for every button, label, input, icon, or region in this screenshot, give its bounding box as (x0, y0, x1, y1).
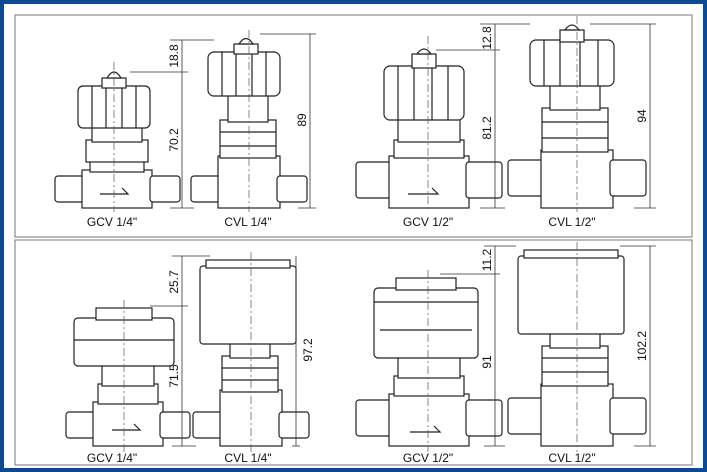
label-bottom-cvl-half: CVL 1/2" (548, 451, 595, 465)
top-gcv-half-valve (355, 48, 503, 209)
dim-top-cvl-half-total: 94 (635, 109, 649, 123)
model-labels: GCV 1/4" CVL 1/4" GCV 1/2" CVL 1/2" GCV … (87, 215, 596, 465)
label-top-cvl-quarter: CVL 1/4" (224, 215, 271, 229)
dim-top-gcv-quarter-top: 18.8 (167, 44, 181, 68)
dim-bottom-cvl-half-total: 102.2 (635, 331, 649, 361)
bottom-cvl-half-valve (507, 249, 647, 447)
label-top-gcv-half: GCV 1/2" (403, 215, 453, 229)
bottom-gcv-quarter-valve (65, 307, 191, 447)
top-cvl-half-valve (507, 24, 647, 209)
dim-top-cvl-quarter-total: 89 (295, 113, 309, 127)
dim-top-gcv-quarter-main: 70.2 (167, 128, 181, 152)
dim-top-gcv-half-main: 81.2 (480, 116, 494, 140)
dim-bottom-gcv-half-main: 91 (480, 355, 494, 369)
label-bottom-cvl-quarter: CVL 1/4" (224, 451, 271, 465)
dimension-values: 18.8 70.2 89 12.8 81.2 94 25.7 71.5 97.2… (167, 26, 649, 388)
label-bottom-gcv-quarter: GCV 1/4" (87, 451, 137, 465)
bottom-cvl-quarter-valve (192, 259, 310, 447)
top-gcv-quarter-valve (54, 71, 181, 209)
dim-bottom-gcv-quarter-main: 71.5 (167, 364, 181, 388)
label-top-gcv-quarter: GCV 1/4" (87, 215, 137, 229)
dim-bottom-gcv-half-top: 11.2 (480, 248, 494, 271)
dim-bottom-gcv-quarter-top: 25.7 (167, 270, 181, 294)
label-bottom-gcv-half: GCV 1/2" (403, 451, 453, 465)
bottom-gcv-half-valve (355, 277, 503, 447)
dimension-lines (130, 23, 656, 447)
centre-lines (113, 16, 578, 452)
dim-top-gcv-half-top: 12.8 (480, 26, 494, 50)
label-top-cvl-half: CVL 1/2" (548, 215, 595, 229)
dim-bottom-cvl-quarter-total: 97.2 (301, 338, 315, 362)
